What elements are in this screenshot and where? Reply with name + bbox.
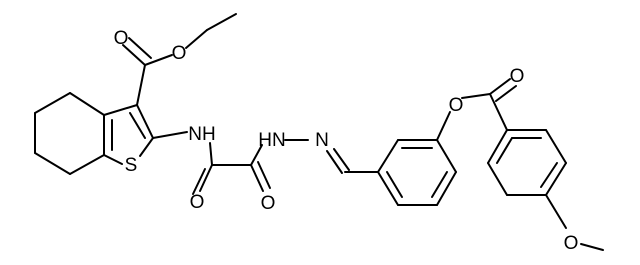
atom-label-ester-carbonyl-o: O <box>114 28 129 49</box>
atom-label-ester-o: O <box>172 43 187 64</box>
ethyl-ester-group <box>122 13 237 106</box>
benzoate-ester-group <box>436 78 517 141</box>
atom-label-thiophene-s: S <box>125 155 138 176</box>
atom-label-hydrazide-hn: HN <box>258 130 285 151</box>
thiophene-ring <box>103 104 154 165</box>
methoxyphenyl-ring <box>487 129 604 251</box>
central-benzene-ring <box>377 139 457 206</box>
atom-labels: O O NH S O O HN N O O O <box>114 28 579 254</box>
atom-label-benzoate-carbonyl-o: O <box>510 66 525 87</box>
atom-label-amide-nh: NH <box>188 124 215 145</box>
oxalyl-linker <box>152 131 271 195</box>
atom-label-oxalyl-o1: O <box>190 192 205 213</box>
cyclohexene-ring <box>34 92 105 175</box>
atom-label-oxalyl-o2: O <box>261 193 276 214</box>
atom-label-aryl-ester-o: O <box>449 95 464 116</box>
atom-label-methoxy-o: O <box>564 233 579 254</box>
hydrazone-group <box>284 139 379 174</box>
atom-label-imine-n: N <box>315 130 329 151</box>
